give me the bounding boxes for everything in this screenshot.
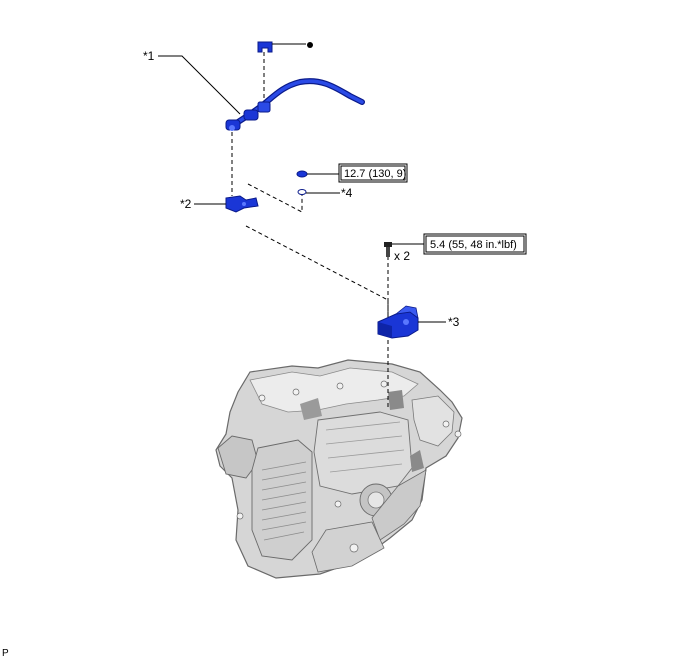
callout-2: *2	[180, 197, 192, 211]
transmission-control-cable	[225, 78, 365, 131]
torque-spec-upper-text: 12.7 (130, 9)	[344, 168, 406, 180]
washer	[297, 189, 307, 195]
quantity-note: x 2	[394, 249, 410, 263]
torque-spec-upper: 12.7 (130, 9)	[338, 163, 408, 183]
guide-bracket-to-actuator-2	[245, 225, 389, 318]
callout-1: *1	[143, 49, 155, 63]
bolt	[384, 242, 392, 257]
leader-1	[158, 55, 241, 115]
assembly-guide-lines	[231, 52, 389, 410]
cable-clip	[257, 41, 273, 53]
callout-leaders	[158, 55, 446, 323]
shift-actuator	[377, 305, 419, 339]
transaxle-assembly	[215, 359, 463, 579]
cable-bracket	[225, 195, 259, 213]
callout-4: *4	[341, 186, 353, 200]
callout-3: *3	[448, 315, 460, 329]
clip-reuse-mark	[307, 42, 313, 48]
corner-mark: P	[2, 648, 9, 658]
torque-spec-lower-text: 5.4 (55, 48 in.*lbf)	[430, 239, 517, 251]
torque-spec-lower: 5.4 (55, 48 in.*lbf)	[423, 233, 527, 255]
nut	[296, 170, 308, 178]
